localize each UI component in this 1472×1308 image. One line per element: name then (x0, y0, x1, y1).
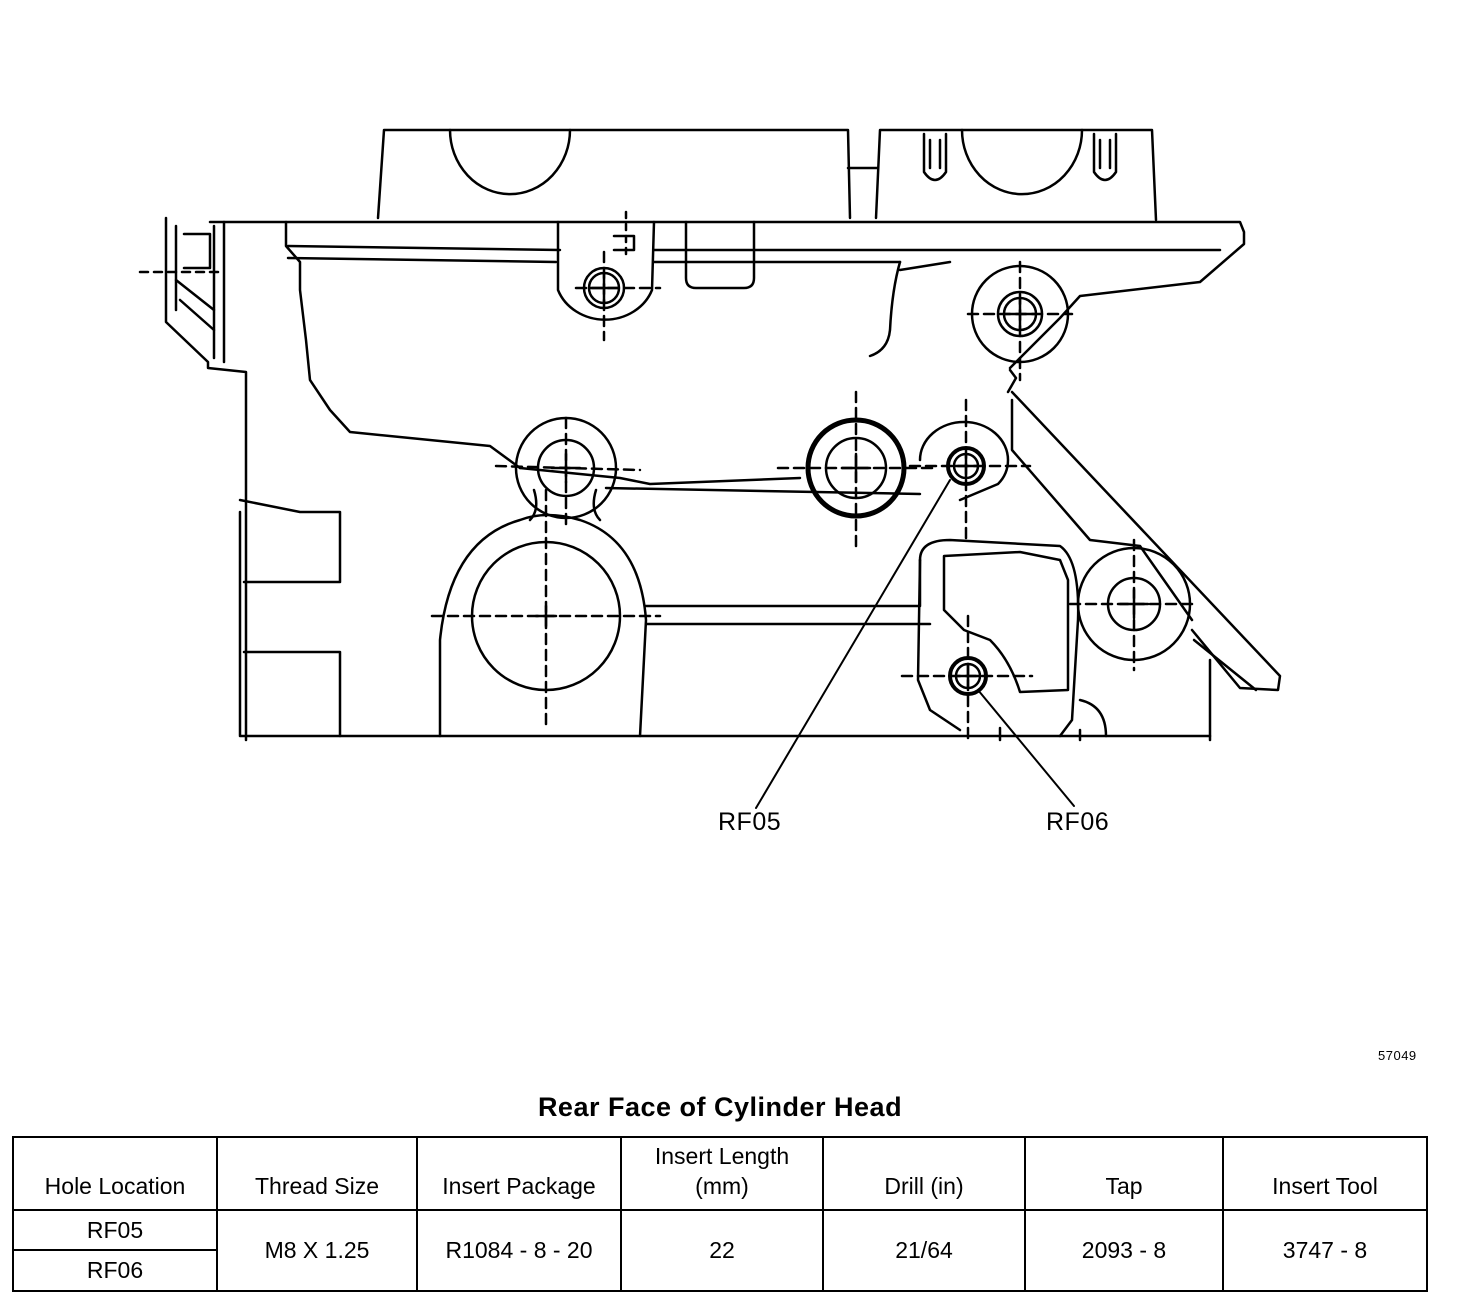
header-hole-location: Hole Location (12, 1136, 218, 1211)
upper-left-bolt-boss (556, 220, 656, 321)
rf05-boss (918, 420, 1010, 502)
lower-bore-boss (438, 513, 648, 738)
header-thread-size: Thread Size (216, 1136, 418, 1211)
cell-insert-length: 22 (620, 1208, 824, 1293)
header-insert-length-line1: Insert Length (654, 1142, 790, 1169)
cell-insert-package: R1084 - 8 - 20 (416, 1208, 622, 1293)
table-row: RF06 (12, 1249, 1427, 1292)
left-flange (164, 216, 248, 742)
cell-hole-rf06: RF06 (12, 1249, 218, 1292)
cell-tap: 2093 - 8 (1024, 1208, 1224, 1293)
upper-left-boss (376, 128, 852, 220)
mid-center-bolt-boss (805, 417, 907, 519)
upper-right-boss (874, 128, 1158, 222)
figure-number: 57049 (1378, 1048, 1417, 1063)
insert-spec-table: Hole Location Thread Size Insert Package… (12, 1136, 1428, 1293)
rf05-leader (755, 479, 951, 809)
cell-drill: 21/64 (822, 1208, 1026, 1293)
rf06-label: RF06 (1046, 808, 1110, 836)
rf05-label: RF05 (718, 808, 782, 836)
header-drill: Drill (in) (822, 1136, 1026, 1211)
header-insert-tool: Insert Tool (1222, 1136, 1428, 1211)
table-row: RF05 M8 X 1.25 R1084 - 8 - 20 22 21/64 2… (12, 1208, 1428, 1293)
table-title: Rear Face of Cylinder Head (537, 1092, 903, 1122)
cell-hole-rf05: RF05 (12, 1208, 218, 1252)
cell-thread-size: M8 X 1.25 (216, 1208, 418, 1293)
header-tap: Tap (1024, 1136, 1224, 1211)
header-insert-package: Insert Package (416, 1136, 622, 1211)
head-deck (208, 220, 1246, 370)
cylinder-head-rear-face-drawing (138, 128, 1282, 809)
rf06-leader (977, 689, 1075, 807)
header-insert-length: Insert Length (mm) (620, 1136, 824, 1211)
header-insert-length-line2: (mm) (695, 1172, 749, 1199)
table-header-row: Hole Location Thread Size Insert Package… (12, 1136, 1428, 1211)
cell-insert-tool: 3747 - 8 (1222, 1208, 1428, 1293)
